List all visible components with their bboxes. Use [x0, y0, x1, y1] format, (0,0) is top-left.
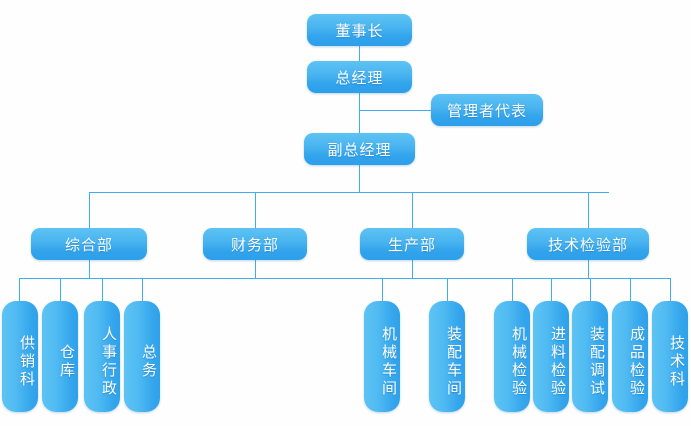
- unit-bus-left: [19, 278, 142, 279]
- node-unit-supply-marketing-label: 供销科: [18, 334, 36, 389]
- node-unit-general-affairs-label: 总务: [140, 343, 158, 380]
- node-unit-assembly-workshop-label: 装配车间: [445, 325, 463, 398]
- node-unit-assembly-debug-label: 装配调试: [588, 325, 606, 398]
- node-unit-machine-inspection[interactable]: 机械检验: [494, 301, 530, 412]
- drop-line-unit-5: [382, 278, 383, 302]
- unit-bus-right: [447, 278, 670, 279]
- node-unit-warehouse[interactable]: 仓库: [42, 301, 78, 412]
- drop-line-unit-11: [670, 278, 671, 302]
- node-unit-hr-admin[interactable]: 人事行政: [84, 301, 120, 412]
- node-general-manager[interactable]: 总经理: [307, 61, 412, 93]
- node-management-rep[interactable]: 管理者代表: [431, 94, 543, 126]
- node-general-manager-label: 总经理: [335, 68, 384, 87]
- node-unit-warehouse-label: 仓库: [58, 343, 76, 380]
- node-unit-technical-section-label: 技术科: [668, 334, 686, 389]
- node-chairman-label: 董事长: [335, 21, 384, 40]
- drop-line-unit-10: [630, 278, 631, 302]
- connector-dept4-down: [588, 260, 589, 278]
- drop-line-unit-7: [512, 278, 513, 302]
- node-unit-incoming-inspection-label: 进料检验: [549, 325, 567, 398]
- drop-line-unit-9: [590, 278, 591, 302]
- node-unit-assembly-workshop[interactable]: 装配车间: [429, 301, 465, 412]
- node-unit-machine-workshop-label: 机械车间: [380, 325, 398, 398]
- drop-line-dept-3: [412, 192, 413, 228]
- drop-line-unit-6: [447, 278, 448, 302]
- node-department-production-label: 生产部: [387, 235, 436, 254]
- drop-line-dept-1: [89, 192, 90, 228]
- drop-line-unit-8: [551, 278, 552, 302]
- department-bus-line: [89, 192, 609, 193]
- node-unit-technical-section[interactable]: 技术科: [652, 301, 688, 412]
- node-unit-finished-product-inspection[interactable]: 成品检验: [612, 301, 648, 412]
- node-department-technical-inspection[interactable]: 技术检验部: [527, 228, 649, 260]
- node-management-rep-label: 管理者代表: [446, 101, 527, 120]
- drop-line-dept-4: [588, 192, 589, 228]
- node-unit-incoming-inspection[interactable]: 进料检验: [533, 301, 569, 412]
- node-unit-finished-product-inspection-label: 成品检验: [628, 325, 646, 398]
- node-department-finance[interactable]: 财务部: [203, 228, 307, 260]
- node-unit-hr-admin-label: 人事行政: [100, 325, 118, 398]
- node-department-finance-label: 财务部: [230, 235, 279, 254]
- drop-line-unit-2: [60, 278, 61, 302]
- connector-dept3-down: [412, 260, 413, 278]
- node-unit-supply-marketing[interactable]: 供销科: [2, 301, 38, 412]
- node-department-comprehensive[interactable]: 综合部: [31, 228, 147, 260]
- node-unit-assembly-debug[interactable]: 装配调试: [572, 301, 608, 412]
- node-unit-machine-inspection-label: 机械检验: [510, 325, 528, 398]
- unit-bus-mid: [142, 278, 447, 279]
- connector-deputy-to-bus: [359, 165, 360, 192]
- node-deputy-general-manager[interactable]: 副总经理: [304, 133, 415, 165]
- connector-to-management-rep: [359, 110, 431, 111]
- drop-line-unit-3: [102, 278, 103, 302]
- node-department-production[interactable]: 生产部: [360, 228, 464, 260]
- node-unit-machine-workshop[interactable]: 机械车间: [364, 301, 400, 412]
- connector-dept2-down: [255, 260, 256, 278]
- node-unit-general-affairs[interactable]: 总务: [124, 301, 160, 412]
- drop-line-dept-2: [255, 192, 256, 228]
- node-department-comprehensive-label: 综合部: [64, 235, 113, 254]
- drop-line-unit-1: [19, 278, 20, 302]
- connector-chairman-to-gm: [359, 46, 360, 61]
- drop-line-unit-4: [142, 278, 143, 302]
- node-deputy-general-manager-label: 副总经理: [327, 140, 392, 159]
- node-chairman[interactable]: 董事长: [307, 14, 412, 46]
- node-department-technical-inspection-label: 技术检验部: [547, 235, 628, 254]
- connector-gm-to-deputy: [359, 93, 360, 133]
- connector-dept1-down: [89, 260, 90, 278]
